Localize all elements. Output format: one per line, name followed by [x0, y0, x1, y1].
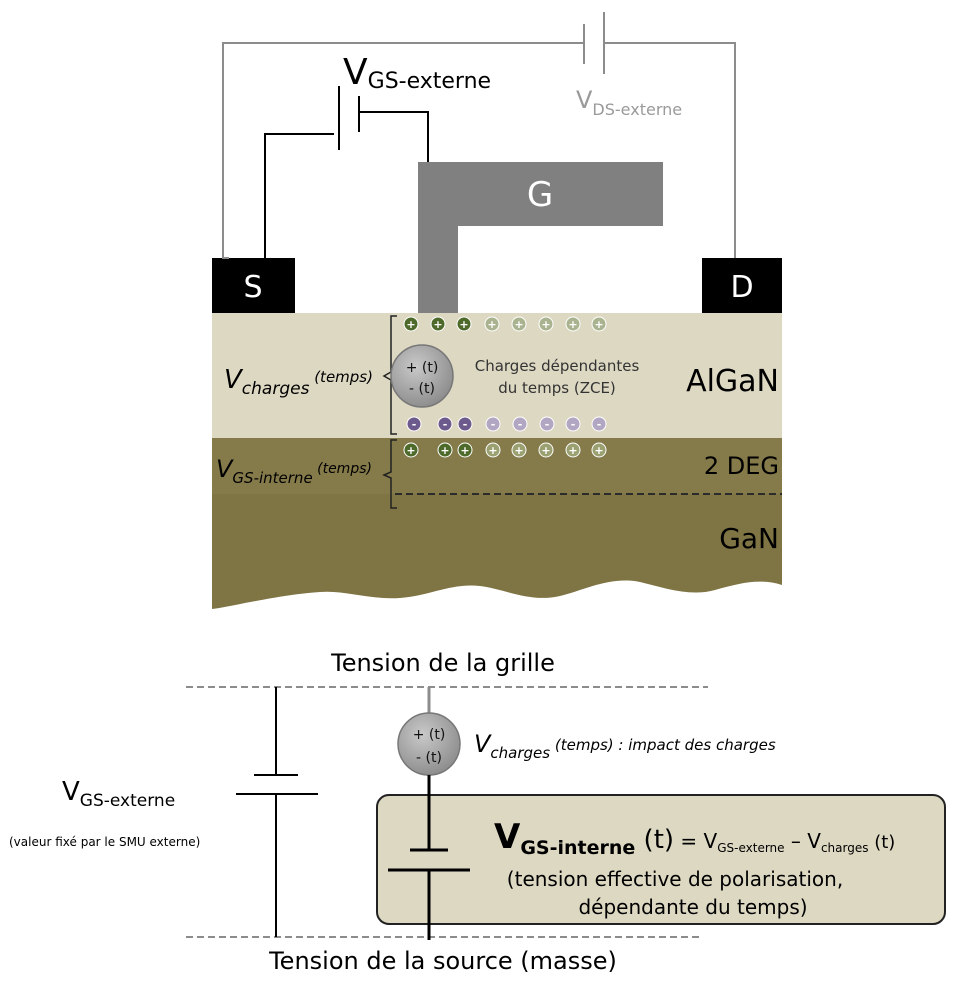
negative-charge: [539, 416, 555, 432]
charge-source-minus: - (t): [409, 381, 435, 397]
positive-charge: [591, 316, 607, 332]
positive-charge: [403, 316, 419, 332]
gan-label: GaN: [719, 522, 779, 555]
negative-charge-sign: -: [518, 418, 523, 431]
negative-charge: [512, 416, 528, 432]
deg-positive-charge: [591, 442, 607, 458]
vcharges-bracket: [382, 315, 397, 435]
charge-source-plus: + (t): [406, 360, 439, 376]
negative-charge: [437, 416, 453, 432]
effective-voltage-box: [376, 794, 946, 925]
negative-charge-sign: -: [571, 418, 576, 431]
drain-label: D: [730, 270, 753, 305]
positive-charge-sign: +: [594, 318, 603, 331]
negative-charge: [591, 416, 607, 432]
positive-charge: [538, 316, 554, 332]
source-voltage-title: Tension de la source (masse): [268, 947, 617, 975]
positive-charge-sign: +: [514, 318, 523, 331]
deg-positive-charge-sign: +: [594, 444, 603, 457]
source-label: S: [243, 270, 262, 305]
deg-positive-charge-sign: +: [568, 444, 577, 457]
negative-charge-sign: -: [545, 418, 550, 431]
negative-charge: [457, 416, 473, 432]
effective-voltage-caption-line1: (tension effective de polarisation,: [507, 867, 843, 891]
positive-charge: [511, 316, 527, 332]
positive-charge: [565, 316, 581, 332]
negative-charge: [565, 416, 581, 432]
effective-voltage-caption-line2: dépendante du temps): [578, 895, 807, 919]
vds-wire: [222, 42, 584, 259]
charge-markers: ++++++++--------++++++++: [403, 316, 607, 458]
positive-charge-sign: +: [459, 318, 468, 331]
deg-positive-charge: [511, 442, 527, 458]
smu-note: (valeur fixé par le SMU externe): [9, 835, 200, 849]
gate-electrode: [418, 162, 663, 313]
deg-positive-charge: [437, 442, 453, 458]
vds-wire-right: [604, 42, 736, 258]
positive-charge-sign: +: [406, 318, 415, 331]
positive-charge-sign: +: [541, 318, 550, 331]
vgs-interne-formula: VGS-interne (t) = VGS-externe – Vcharges…: [494, 817, 895, 859]
charges-description-line1: Charges dépendantes: [475, 357, 640, 375]
vgs-interne-label: VGS-interne (temps): [216, 455, 372, 487]
gate-label: G: [527, 175, 553, 215]
vds-externe-label: VDS-externe: [576, 86, 682, 119]
vgs-wire-right: [359, 111, 429, 162]
deg-positive-charge: [457, 442, 473, 458]
vgs-wire: [264, 133, 334, 258]
deg-positive-charge: [403, 442, 419, 458]
deg-positive-charge: [538, 442, 554, 458]
deg-positive-charge-sign: +: [440, 444, 449, 457]
charges-description-line2: du temps (ZCE): [498, 379, 616, 397]
negative-charge: [485, 416, 501, 432]
vgs-interne-bracket: [382, 439, 397, 509]
deg-positive-charge-sign: +: [406, 444, 415, 457]
positive-charge: [430, 316, 446, 332]
deg-positive-charge-sign: +: [541, 444, 550, 457]
vgs-externe-label: VGS-externe: [343, 52, 491, 94]
source-contact: [212, 258, 295, 313]
negative-charge: [406, 416, 422, 432]
deg-positive-charge: [485, 442, 501, 458]
bottom-vcharges-label: Vcharges (temps) : impact des charges: [474, 730, 776, 762]
charge-source-circle: [390, 344, 454, 408]
bottom-vgs-externe-label: VGS-externe: [62, 777, 175, 811]
algan-layer: [212, 313, 782, 438]
algan-label: AlGaN: [686, 364, 779, 399]
deg-positive-charge-sign: +: [514, 444, 523, 457]
positive-charge: [484, 316, 500, 332]
deg-label: 2 DEG: [704, 452, 779, 480]
bottom-charge-source-minus: - (t): [416, 750, 442, 766]
negative-charge-sign: -: [412, 418, 417, 431]
negative-charge-sign: -: [463, 418, 468, 431]
deg-positive-charge: [565, 442, 581, 458]
negative-charge-sign: -: [443, 418, 448, 431]
positive-charge: [456, 316, 472, 332]
gan-layer: [212, 494, 782, 609]
positive-charge-sign: +: [433, 318, 442, 331]
bottom-charge-source-plus: + (t): [413, 727, 446, 743]
deg-positive-charge-sign: +: [488, 444, 497, 457]
negative-charge-sign: -: [597, 418, 602, 431]
negative-charge-sign: -: [491, 418, 496, 431]
vcharges-label: Vcharges (temps): [224, 365, 373, 399]
drain-contact: [702, 258, 782, 313]
positive-charge-sign: +: [487, 318, 496, 331]
gate-voltage-title: Tension de la grille: [330, 649, 555, 677]
positive-charge-sign: +: [568, 318, 577, 331]
deg-positive-charge-sign: +: [460, 444, 469, 457]
